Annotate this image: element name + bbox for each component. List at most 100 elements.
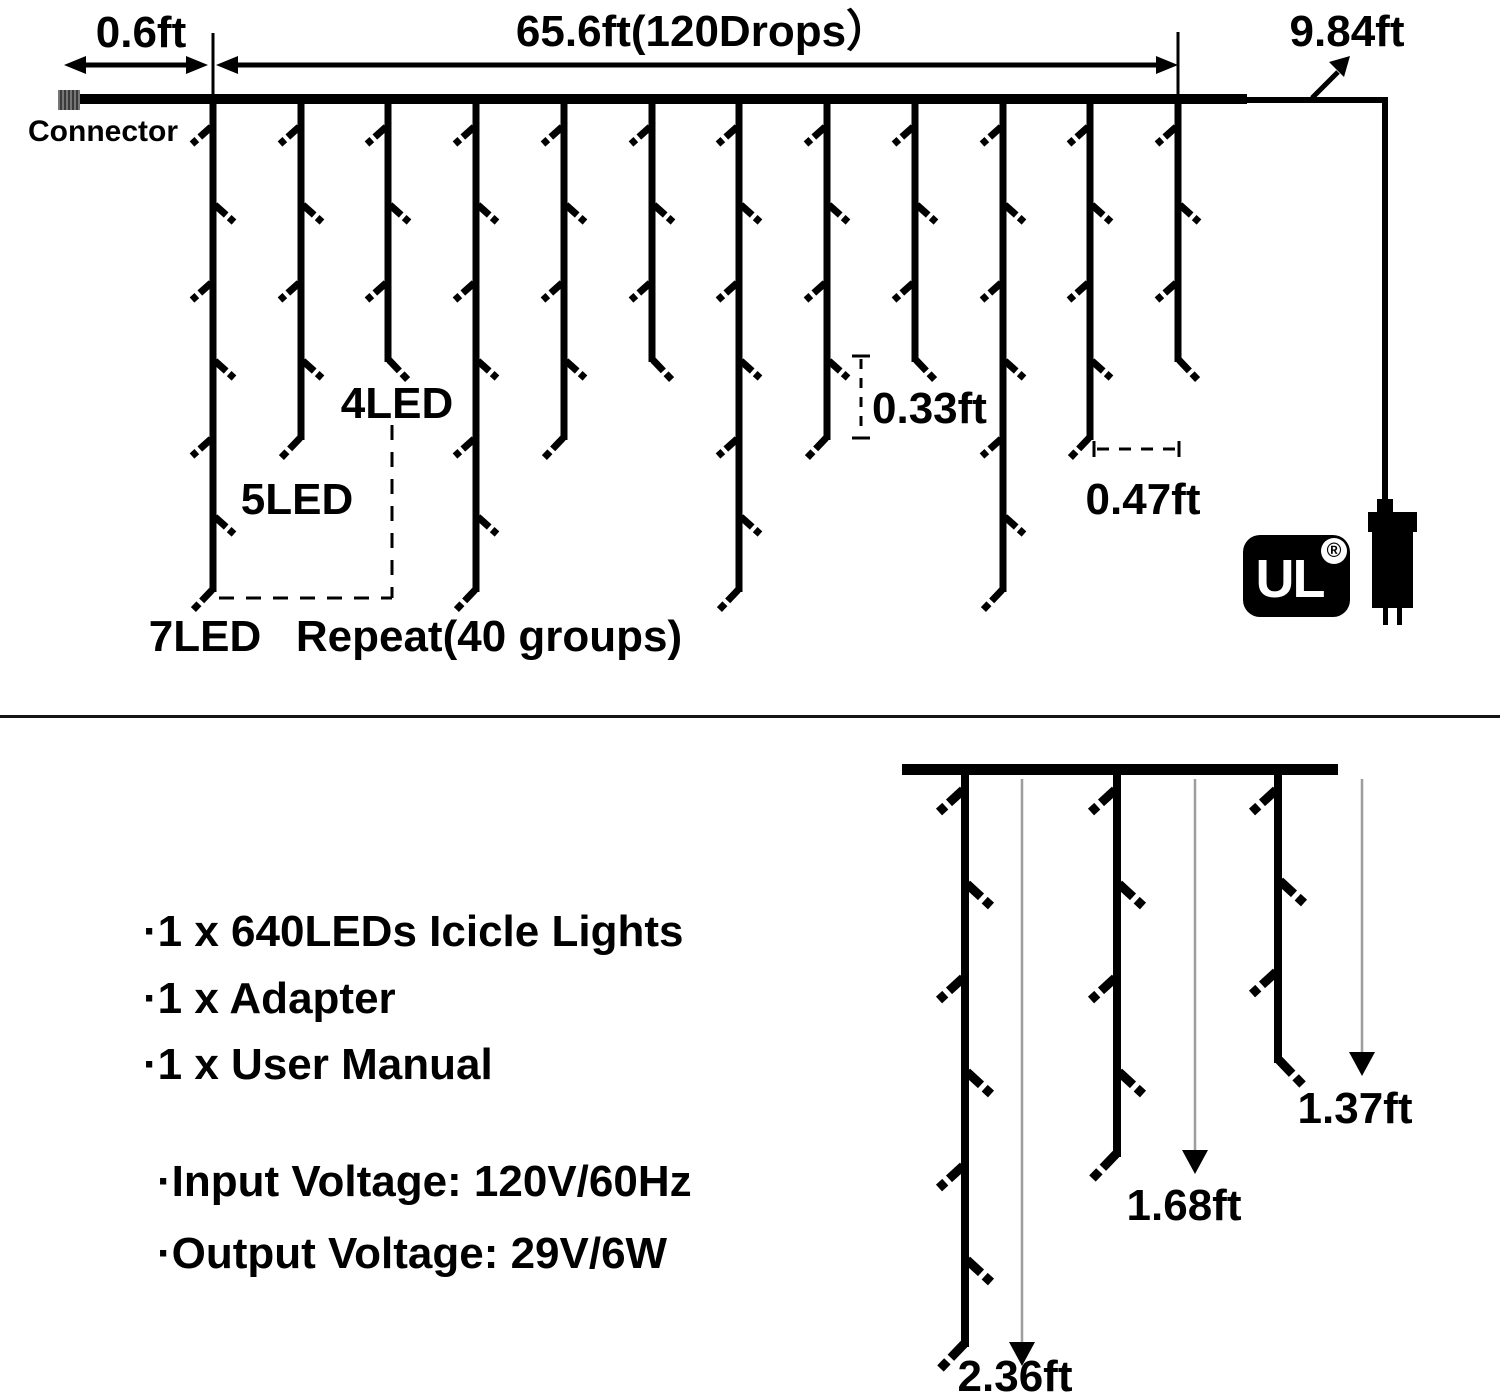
lead-wire-vertical bbox=[1382, 97, 1388, 508]
length-arrow-head bbox=[1349, 1052, 1375, 1076]
connector-ridge bbox=[72, 90, 74, 110]
led-tick bbox=[452, 280, 477, 303]
led-4-group-label: 4LED bbox=[340, 379, 454, 428]
led-tick-bottom bbox=[1088, 1150, 1120, 1183]
led-tick bbox=[738, 358, 763, 381]
led-tick bbox=[1087, 974, 1119, 1004]
led-tick-bottom bbox=[190, 587, 215, 613]
led-tick-bottom bbox=[936, 1340, 968, 1373]
package-item-lights: ·1 x 640LEDs Icicle Lights bbox=[143, 907, 684, 956]
led-tick bbox=[1002, 514, 1027, 537]
led-tick bbox=[891, 280, 916, 303]
main-wire bbox=[60, 94, 1247, 104]
led-tick bbox=[715, 436, 740, 459]
led-tick bbox=[935, 974, 967, 1004]
dim-arrow-main-span-head-right bbox=[1156, 56, 1178, 74]
led-tick bbox=[277, 280, 302, 303]
dim-tick-left bbox=[211, 33, 215, 103]
plug-nub bbox=[1377, 499, 1393, 512]
led-tick-bottom bbox=[1067, 435, 1092, 461]
led-tick-bottom bbox=[541, 435, 566, 461]
led-tick bbox=[1066, 124, 1091, 147]
led-7-group-label: 7LED bbox=[148, 612, 262, 661]
led-tick-bottom bbox=[716, 587, 741, 613]
ul-mark-text: UL bbox=[1255, 549, 1326, 609]
led-tick bbox=[963, 880, 995, 910]
led-tick bbox=[935, 786, 967, 816]
drop-length-7led-label: 2.36ft bbox=[957, 1352, 1073, 1399]
length-arrow-head bbox=[1182, 1150, 1208, 1174]
spec-input-voltage-label: ·Input Voltage: 120V/60Hz bbox=[157, 1157, 692, 1206]
led-tick-bottom bbox=[980, 587, 1005, 613]
led-tick bbox=[628, 124, 653, 147]
led-tick bbox=[475, 514, 500, 537]
dim-arrow-left-span-head-left bbox=[64, 56, 86, 74]
led-tick bbox=[563, 202, 588, 225]
led-tick bbox=[963, 1256, 995, 1286]
dim-lead-span-label: 9.84ft bbox=[1289, 7, 1405, 56]
led-tick bbox=[891, 124, 916, 147]
package-item-adapter: ·1 x Adapter bbox=[143, 974, 396, 1023]
led-tick-bottom bbox=[386, 357, 411, 383]
led-tick bbox=[1248, 968, 1280, 998]
led-tick-bottom bbox=[1275, 1056, 1307, 1089]
length-arrow-head bbox=[1009, 1342, 1035, 1366]
led-tick bbox=[452, 436, 477, 459]
plug-icon bbox=[1372, 532, 1413, 608]
plug-prong bbox=[1397, 608, 1402, 625]
led-5-group-label: 5LED bbox=[240, 475, 354, 524]
dim-left-span-label: 0.6ft bbox=[95, 8, 187, 57]
package-item-manual: ·1 x User Manual bbox=[143, 1040, 493, 1089]
led-tick bbox=[914, 202, 939, 225]
led-tick bbox=[300, 358, 325, 381]
led-tick bbox=[1177, 202, 1202, 225]
led-tick bbox=[540, 280, 565, 303]
led-tick bbox=[364, 280, 389, 303]
ul-certification-badge: UL ® bbox=[1243, 535, 1350, 617]
led-tick bbox=[212, 358, 237, 381]
led-tick bbox=[277, 124, 302, 147]
led-tick bbox=[1002, 358, 1027, 381]
led-tick bbox=[563, 358, 588, 381]
led-tick bbox=[803, 124, 828, 147]
led-tick bbox=[651, 202, 676, 225]
led-tick bbox=[189, 280, 214, 303]
led-pitch-dim-label: 0.33ft bbox=[872, 384, 987, 433]
dim-arrow-main-span-head-left bbox=[216, 56, 238, 74]
section-divider bbox=[0, 715, 1500, 718]
led-tick bbox=[1002, 202, 1027, 225]
led-tick bbox=[738, 514, 763, 537]
led-tick bbox=[1115, 1068, 1147, 1098]
led-tick bbox=[1115, 880, 1147, 910]
led-tick bbox=[826, 202, 851, 225]
led-tick bbox=[963, 1068, 995, 1098]
led-tick-bottom bbox=[278, 435, 303, 461]
connector-ridge bbox=[76, 90, 78, 110]
led-tick bbox=[935, 1162, 967, 1192]
connector-ridge bbox=[60, 90, 62, 110]
repeat-groups-label: Repeat(40 groups) bbox=[295, 612, 683, 661]
led-tick bbox=[212, 202, 237, 225]
led-tick bbox=[1154, 280, 1179, 303]
led-tick bbox=[1276, 877, 1308, 907]
led-tick bbox=[300, 202, 325, 225]
led-tick bbox=[979, 436, 1004, 459]
lead-arrow-line bbox=[1310, 70, 1340, 100]
led-tick bbox=[475, 202, 500, 225]
plug-prong bbox=[1383, 608, 1388, 625]
plug-flare bbox=[1368, 512, 1417, 532]
led-tick-bottom bbox=[453, 587, 478, 613]
led-tick bbox=[1248, 786, 1280, 816]
led-tick-bottom bbox=[650, 357, 675, 383]
led-tick bbox=[738, 202, 763, 225]
lead-wire-horizontal bbox=[1247, 97, 1388, 103]
led-tick-bottom bbox=[1176, 357, 1201, 383]
led-tick bbox=[364, 124, 389, 147]
registered-trademark-icon: ® bbox=[1321, 538, 1347, 564]
led-tick-bottom bbox=[913, 357, 938, 383]
led-tick bbox=[1066, 280, 1091, 303]
led-tick-bottom bbox=[804, 435, 829, 461]
connector-ridge bbox=[64, 90, 66, 110]
